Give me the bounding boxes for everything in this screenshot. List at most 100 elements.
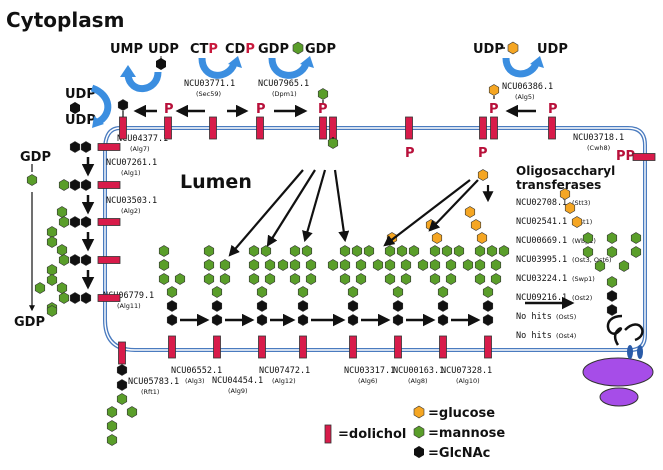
- gdp-label: GDP: [305, 42, 336, 57]
- svg-text:(Sec59): (Sec59): [196, 90, 221, 98]
- mannose-icon: [116, 393, 128, 405]
- mannose-icon: [58, 292, 70, 304]
- enzyme-alg1: NCU07261.1 (Alg1): [106, 158, 157, 177]
- mannose-icon: [166, 286, 178, 298]
- ost-subunit-gene: NCU03224.1: [516, 274, 567, 284]
- mannose-icon: [277, 259, 289, 271]
- enzyme-rft1: NCU05783.1 (Rft1): [128, 377, 179, 396]
- dolichol-icon: [329, 116, 337, 140]
- dolichol-icon: [209, 116, 217, 140]
- ctp-label: CTP: [190, 42, 218, 57]
- glcnac-icon: [80, 179, 92, 191]
- reaction-arrow: [383, 179, 471, 247]
- blue-arrowhead-icon: [228, 56, 242, 68]
- mannose-icon: [46, 274, 58, 286]
- udp-glucose-label: UDP: [473, 42, 504, 57]
- mannose-icon: [384, 245, 396, 257]
- mannose-icon: [339, 245, 351, 257]
- ost-title-line1: Oligosaccharyl: [516, 164, 615, 178]
- svg-text:(Rft1): (Rft1): [141, 388, 159, 396]
- mannose-icon: [474, 273, 486, 285]
- svg-text:NCU04454.1: NCU04454.1: [212, 376, 263, 386]
- glcnac-icon: [392, 300, 404, 312]
- ump-label: UMP: [110, 42, 143, 57]
- glcnac-icon: [297, 314, 309, 326]
- ost-subunit-gene: NCU09216.1: [516, 293, 567, 303]
- mannose-icon: [106, 406, 118, 418]
- mannose-icon: [582, 246, 594, 258]
- enzyme-alg11: NCU06779.1 (Alg11): [103, 291, 154, 310]
- svg-text:NCU03317.1: NCU03317.1: [344, 366, 395, 376]
- ost-title-line2: transferases: [516, 178, 601, 192]
- dolichol-icon: [164, 116, 172, 140]
- mannose-icon: [219, 259, 231, 271]
- mannose-icon: [594, 260, 606, 272]
- dolichol-icon: [213, 335, 221, 359]
- mannose-icon: [58, 179, 70, 191]
- glcnac-icon: [80, 216, 92, 228]
- mannose-icon: [441, 245, 453, 257]
- mannose-icon: [106, 434, 118, 446]
- ost-loops: [606, 314, 644, 346]
- dolichol-icon: [97, 256, 121, 264]
- dolichol-icon: [548, 116, 556, 140]
- ost-subunit-gene: No hits: [516, 312, 552, 322]
- ost-subunit-alias: (Ost4): [556, 332, 576, 340]
- glcnac-icon: [437, 300, 449, 312]
- glucose-icon: [476, 232, 488, 244]
- mannose-icon: [482, 286, 494, 298]
- svg-text:(Alg9): (Alg9): [228, 387, 248, 395]
- dolichol-icon: [97, 181, 121, 189]
- mannose-icon: [462, 259, 474, 271]
- ost-complex-large: [582, 357, 654, 387]
- mannose-icon: [429, 259, 441, 271]
- dolichol-icon: [439, 335, 447, 359]
- svg-text:(Alg2): (Alg2): [121, 207, 141, 215]
- gdp-label: GDP: [14, 315, 45, 330]
- enzyme-alg6: NCU03317.1 (Alg6): [344, 366, 395, 385]
- svg-text:(Alg1): (Alg1): [121, 169, 141, 177]
- svg-text:NCU04377.1: NCU04377.1: [117, 134, 168, 144]
- glcnac-icon: [347, 300, 359, 312]
- mannose-icon: [256, 286, 268, 298]
- glcnac-udp-top-icon: [156, 56, 166, 70]
- mannose-icon: [56, 244, 68, 256]
- mannose-icon: [126, 406, 138, 418]
- mannose-icon: [34, 282, 46, 294]
- svg-text:(Alg5): (Alg5): [515, 93, 535, 101]
- mannose-icon: [384, 259, 396, 271]
- dolichol-icon: [299, 335, 307, 359]
- svg-text:(Dpm1): (Dpm1): [272, 90, 297, 98]
- enzyme-sec59: NCU03771.1 (Sec59): [184, 79, 235, 98]
- dolichol-icon: [490, 116, 498, 140]
- glcnac-icon: [211, 314, 223, 326]
- gdp-mannose-label: GDP: [258, 42, 289, 57]
- gdp-mannose-label: GDP: [20, 150, 51, 165]
- svg-text:(Alg8): (Alg8): [408, 377, 428, 385]
- mannose-icon: [219, 273, 231, 285]
- mannose-icon: [297, 286, 309, 298]
- mannose-icon: [392, 286, 404, 298]
- glucose-icon: [507, 41, 519, 55]
- mannose-icon: [582, 232, 594, 244]
- mannose-icon: [355, 259, 367, 271]
- glucose-icon: [564, 202, 576, 214]
- mannose-icon: [248, 259, 260, 271]
- mannose-icon: [289, 245, 301, 257]
- blue-arrowhead-icon: [530, 56, 544, 68]
- svg-text:=dolichol: =dolichol: [338, 427, 406, 442]
- glcnac-icon: [211, 300, 223, 312]
- phosphate-label: P: [478, 146, 488, 161]
- mannose-icon: [289, 273, 301, 285]
- dolichol-icon: [394, 335, 402, 359]
- legend-dolichol-swatch: [324, 424, 332, 444]
- mannose-icon: [203, 259, 215, 271]
- glcnac-icon: [80, 141, 92, 153]
- mannose-icon: [46, 305, 58, 317]
- reaction-arrow: [333, 169, 350, 243]
- mannose-icon: [606, 276, 618, 288]
- glcnac-icon: [80, 292, 92, 304]
- svg-text:NCU07965.1: NCU07965.1: [258, 79, 309, 89]
